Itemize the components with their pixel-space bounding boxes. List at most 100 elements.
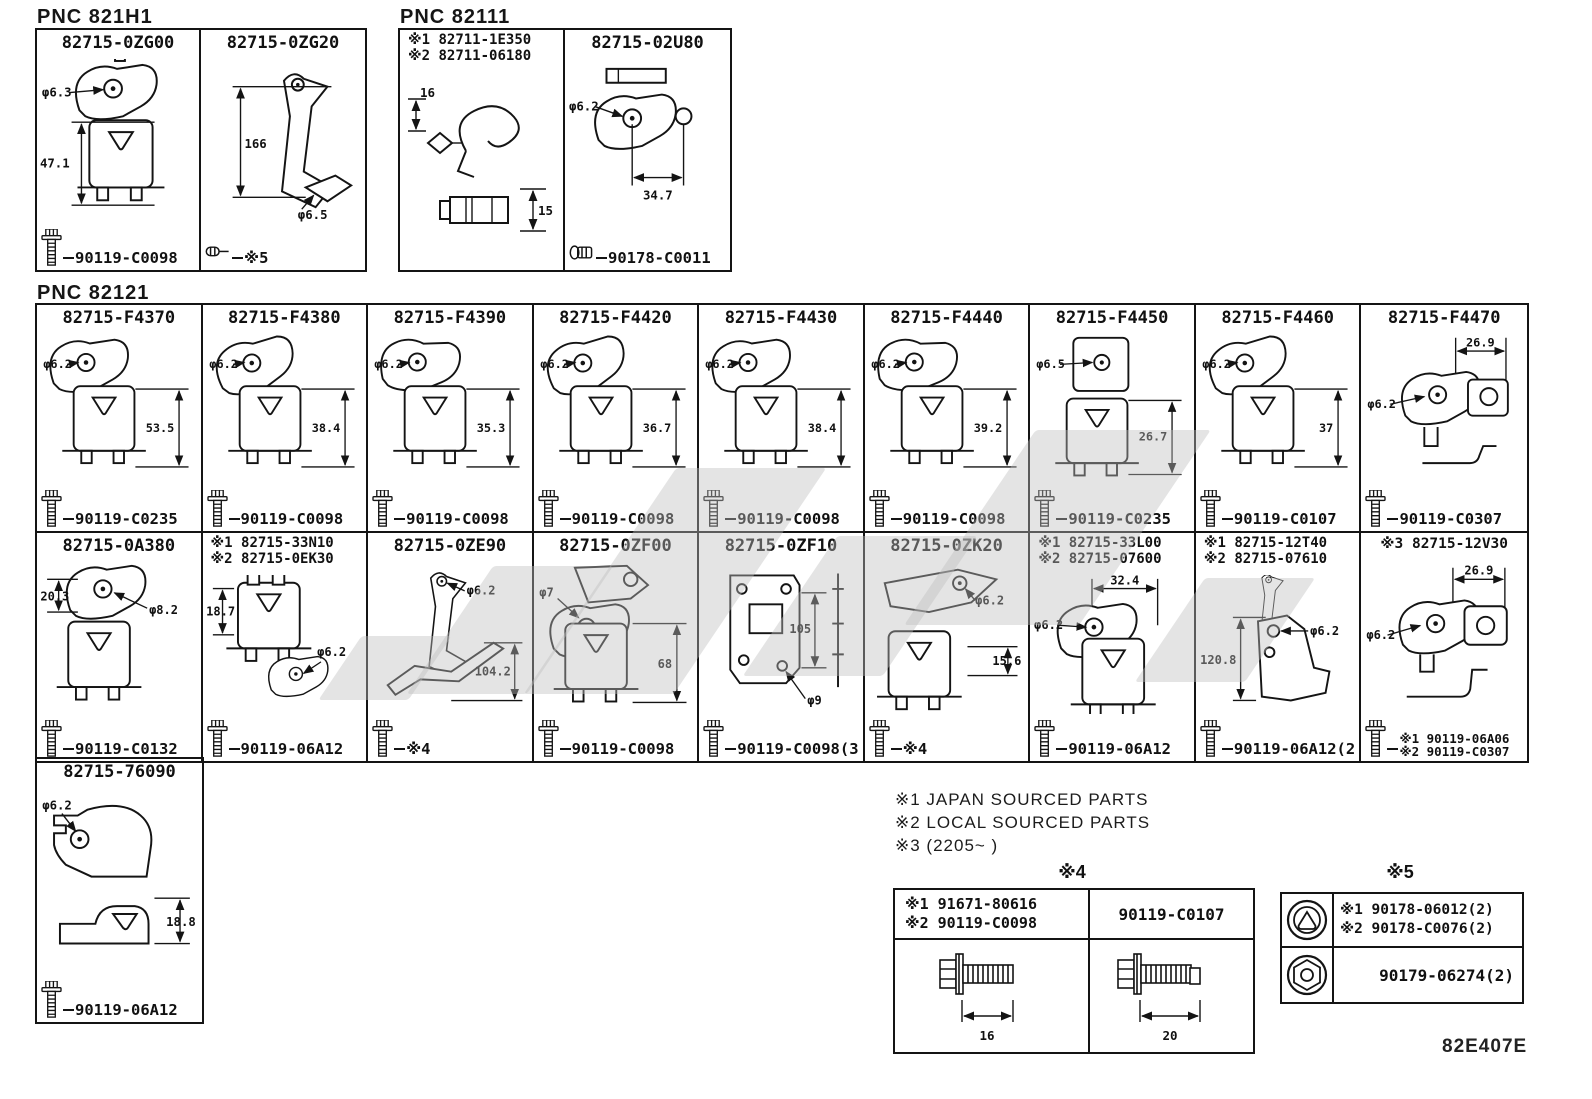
document-code: 82E407E [1442, 1036, 1528, 1057]
part-number: 82715-0ZE90 [393, 536, 507, 556]
phi-label: φ6.2 [1368, 397, 1397, 411]
phi-label: φ9 [807, 693, 821, 707]
bracket-drawing: φ6.5 26.7 [1037, 336, 1182, 477]
bolt-icon [537, 490, 559, 527]
bracket-drawing: 20.3 φ8.2 [40, 564, 178, 701]
fastener-number: 90119-C0098 [240, 510, 344, 528]
part-cell-f4470: 82715-F4470 26.9 φ6.2 90119-C0307 [1361, 305, 1527, 533]
bracket-drawing: φ6.2 38.4 [706, 338, 851, 468]
leader-line [559, 518, 571, 520]
bolt-icon [1365, 720, 1387, 757]
bracket-drawing: 32.4 φ6.2 [1034, 575, 1159, 714]
bracket-drawing: φ6.2 34.7 [569, 67, 693, 202]
phi-label: φ6.2 [540, 357, 569, 371]
fastener-number: 90119-C0098 [737, 510, 840, 528]
leader-line [1056, 748, 1068, 750]
part-number: ※1 82711-1E350※2 82711-06180 [408, 32, 532, 64]
fastener-number: 90119-C0098 [571, 740, 675, 758]
leader-line [232, 257, 243, 259]
fastener-row: ※5 [201, 223, 365, 270]
fastener-row: ※1 90119-06A06※2 90119-C0307 [1361, 714, 1527, 761]
part-number: 82715-0ZK20 [890, 536, 1003, 556]
phi-label: φ8.2 [149, 603, 178, 617]
dim-label: 26.7 [1139, 429, 1168, 443]
part-number: 82715-0ZG00 [61, 33, 175, 53]
table4-header-1: ※1 91671-80616 ※2 90119-C0098 [895, 890, 1090, 940]
dim-label: 18.7 [206, 605, 235, 619]
part-number: 82715-F4440 [890, 308, 1003, 328]
phi-label: φ6.5 [298, 208, 328, 222]
phi-label: φ6.2 [42, 799, 72, 813]
leader-line [1387, 518, 1399, 520]
fastener-row: 90119-C0098 [37, 223, 199, 270]
pnc-82111-label: PNC 82111 [400, 6, 511, 28]
bolt-icon [41, 229, 62, 266]
part-number: 82715-F4420 [559, 308, 672, 328]
phi-label: φ6.2 [1367, 628, 1396, 642]
part-cell-12v30: ※3 82715-12V30 26.9 φ6.2 ※1 90119-06A06※… [1361, 533, 1527, 761]
part-number: 82715-02U80 [591, 33, 704, 53]
table4-bolt-2: 20 [1090, 940, 1253, 1053]
part-number: 82715-F4460 [1221, 308, 1334, 328]
fastener-number: 90119-C0098 [902, 510, 1006, 528]
part-number: 82715-F4380 [228, 308, 341, 328]
leader-line [394, 518, 406, 520]
part-number: ※3 82715-12V30 [1380, 536, 1509, 552]
fastener-number: ※4 [902, 740, 928, 758]
dim-label: 35.3 [477, 421, 506, 435]
leader-line [890, 748, 902, 750]
table5-nut-icon-2 [1282, 948, 1334, 1002]
dim-label: 37 [1319, 421, 1333, 435]
phi-label: φ6.2 [209, 357, 238, 371]
bracket-drawing: 105 φ9 [729, 573, 845, 707]
part-cell-f4440: 82715-F4440 φ6.2 39.2 90119-C0098 [864, 305, 1031, 533]
dim-label: 15 [538, 203, 553, 218]
phi-label: φ6.2 [374, 357, 403, 371]
part-number: ※1 82715-12T40※2 82715-07610 [1203, 535, 1328, 567]
leader-line [1387, 748, 1399, 750]
dim-label: 36.7 [642, 421, 671, 435]
clip-drawing: 16 15 [408, 85, 553, 232]
leader-line [1056, 518, 1068, 520]
leader-line [1221, 518, 1233, 520]
part-cell-0zf10: 82715-0ZF10 105 φ9 90119-C0098(3 [699, 533, 865, 761]
phi-label: φ6.2 [1310, 624, 1339, 638]
legend: ※1 JAPAN SOURCED PARTS ※2 LOCAL SOURCED … [895, 788, 1150, 857]
table5: ※1 90178-06012(2) ※2 90178-C0076(2) 9017… [1280, 892, 1524, 1004]
fastener-number: 90119-06A12 [75, 1001, 178, 1019]
part-number: ※1 82715-33N10※2 82715-0EK30 [210, 535, 334, 567]
dim-label: 15.6 [992, 654, 1021, 668]
pnc-821h1-label: PNC 821H1 [37, 6, 153, 28]
bracket-drawing: φ6.2 36.7 [540, 334, 686, 468]
phi-label: φ6.2 [1034, 618, 1063, 632]
phi-label: φ6.2 [317, 645, 346, 659]
dim-label: 16 [979, 1028, 994, 1043]
table4: ※1 91671-80616 ※2 90119-C0098 90119-C010… [893, 888, 1255, 1054]
table5-label: ※5 [1386, 862, 1414, 882]
dim-label: 16 [420, 85, 435, 100]
hex-nut-icon [1286, 954, 1328, 996]
fastener-number: ※1 90119-06A06※2 90119-C0307 [1399, 731, 1510, 759]
table4-header-2: 90119-C0107 [1090, 890, 1253, 940]
part-cell-33l00: ※1 82715-33L00※2 82715-07600 32.4 φ6.2 9… [1030, 533, 1196, 761]
part-number: 82715-0ZF10 [724, 536, 838, 556]
part-cell-76090-box: 82715-76090 φ6.2 18.8 90119-06A12 [35, 757, 204, 1024]
part-cell-0a380: 82715-0A380 20.3 φ8.2 90119-C0132 [37, 533, 203, 761]
legend-line-2: ※2 LOCAL SOURCED PARTS [895, 813, 1151, 832]
part-cell-f4380: 82715-F4380 φ6.2 38.4 90119-C0098 [202, 305, 369, 533]
bracket-drawing: 26.9 φ6.2 [1368, 335, 1510, 465]
pnc-82121-grid: 82715-F4370 φ6.2 53.5 90119-C0235 82715-… [35, 303, 1529, 763]
dim-label: 34.7 [643, 188, 673, 202]
leader-line [228, 518, 240, 520]
pnc-82121-label: PNC 82121 [37, 282, 150, 304]
part-cell-33n10: ※1 82715-33N10※2 82715-0EK30 18.7 φ6.2 9… [203, 533, 369, 761]
bracket-drawing: 120.8 φ6.2 [1200, 575, 1339, 702]
fastener-number: 90178-C0011 [608, 249, 711, 267]
part-cell-f4420: 82715-F4420 φ6.2 36.7 90119-C0098 [533, 305, 700, 533]
part-cell-0zk20: 82715-0ZK20 φ6.2 15.6 ※4 [865, 533, 1031, 761]
fastener-number: ※5 [244, 249, 269, 267]
leader-line [890, 518, 902, 520]
bolt-icon [869, 720, 890, 757]
fastener-number: 90119-C0235 [1068, 510, 1171, 528]
part-cell-12t40: ※1 82715-12T40※2 82715-07610 120.8 φ6.2 … [1196, 533, 1362, 761]
